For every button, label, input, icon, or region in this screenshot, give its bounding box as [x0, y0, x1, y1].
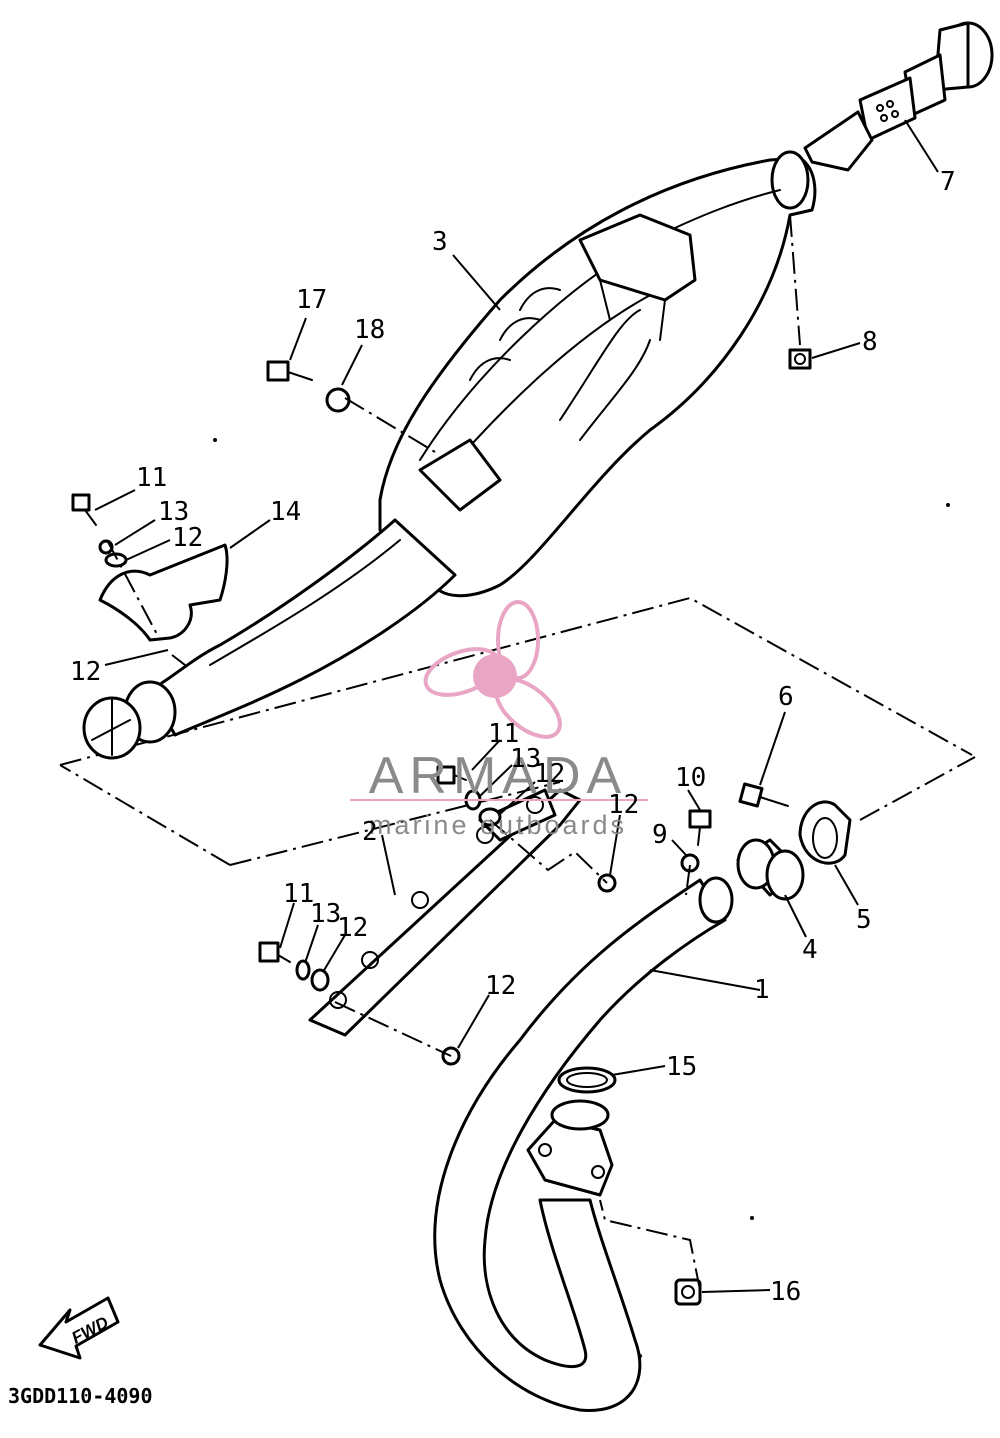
callout-11-lower: 11	[283, 879, 314, 909]
callout-7: 7	[940, 167, 956, 197]
heat-protector-part	[98, 543, 229, 642]
washer-12-mid-part	[478, 807, 502, 827]
callout-5: 5	[856, 905, 872, 935]
watermark-name: ARMADA	[369, 747, 627, 805]
diagram-code: 3GDD110-4090	[8, 1384, 153, 1408]
silencer-pipe	[82, 518, 457, 760]
callout-18: 18	[354, 315, 385, 345]
callout-3: 3	[432, 227, 448, 257]
callout-12-mid: 12	[534, 759, 565, 789]
assembly-frame	[59, 596, 976, 866]
callout-13-upper: 13	[158, 497, 189, 527]
callout-8: 8	[862, 327, 878, 357]
callout-17: 17	[296, 285, 327, 315]
bolt-11-lower-part	[258, 941, 291, 963]
callout-12-bottom: 12	[485, 971, 516, 1001]
nut-8-part	[788, 348, 812, 370]
clamp-part	[798, 800, 852, 865]
bolt-17-part	[266, 360, 313, 382]
callout-4: 4	[802, 935, 818, 965]
callout-14: 14	[270, 497, 301, 527]
alignment-lines	[334, 214, 801, 1291]
washer-13-lower-part	[295, 959, 311, 981]
callout-13-mid: 13	[510, 744, 541, 774]
exhaust-pipe-part	[433, 876, 734, 1412]
bolt-11-mid-part	[436, 765, 467, 785]
joint-part	[736, 838, 805, 901]
print-specks	[213, 438, 950, 1358]
callout-labels: 3 7 8 17 18 11 13 12 14 12 11 13 12 12 6…	[70, 167, 956, 1307]
callout-11-mid: 11	[488, 719, 519, 749]
callout-12-upper: 12	[172, 523, 203, 553]
bolt-6-part	[738, 782, 789, 808]
callout-2: 2	[362, 817, 378, 847]
leader-lines	[94, 119, 939, 1293]
muffler-part	[378, 150, 817, 598]
callout-10: 10	[675, 763, 706, 793]
bolt-10-part	[688, 809, 712, 846]
tailpipe-part	[803, 21, 994, 172]
callout-15: 15	[666, 1052, 697, 1082]
callout-12-left: 12	[70, 657, 101, 687]
callout-12-right: 12	[608, 790, 639, 820]
nut-16-part	[674, 1278, 702, 1306]
washer-12-lower-part	[310, 968, 330, 992]
callout-12-lower: 12	[337, 913, 368, 943]
callout-9: 9	[652, 820, 668, 850]
callout-13-lower: 13	[310, 899, 341, 929]
callout-11-upper: 11	[136, 463, 167, 493]
callout-1: 1	[754, 975, 770, 1005]
callout-6: 6	[778, 682, 794, 712]
forward-direction-arrow: FWD	[38, 1296, 120, 1360]
bolt-11-upper-part	[71, 493, 97, 526]
callout-16: 16	[770, 1277, 801, 1307]
watermark-logo: ARMADA marine outboards	[350, 600, 648, 840]
watermark-tagline: marine outboards	[369, 810, 627, 840]
washer-18-part	[325, 387, 351, 413]
